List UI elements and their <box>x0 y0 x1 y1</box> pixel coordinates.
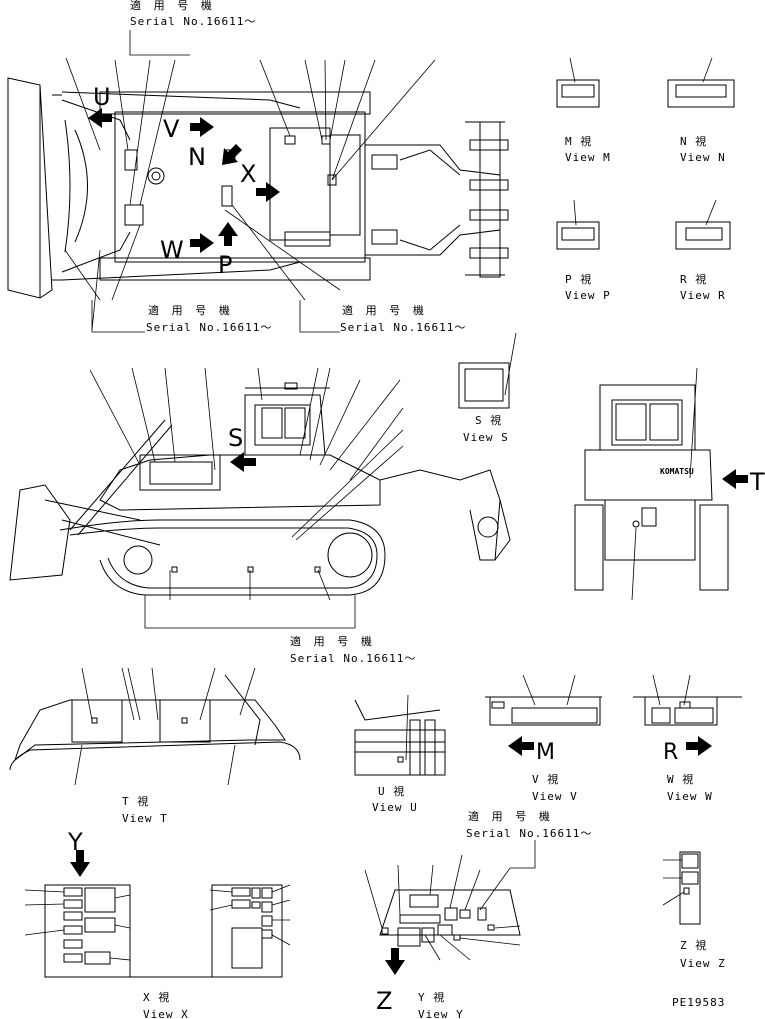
arrow-letter-X: X <box>240 160 256 188</box>
hull-plan <box>114 111 366 263</box>
arrow-letter-R: R <box>663 740 678 765</box>
view-W: R W 視 View W <box>633 674 742 803</box>
view-Y-en: View Y <box>418 1008 464 1019</box>
view-X: Y X 視 View X <box>24 828 291 1019</box>
arrow-P-icon <box>218 222 238 246</box>
serial-jp-right: 適 用 号 機 <box>342 303 427 317</box>
serial-en-side: Serial No.16611～ <box>290 652 416 665</box>
arrow-T-icon <box>722 469 748 489</box>
serial-jp-left: 適 用 号 機 <box>148 303 233 317</box>
view-R-box <box>675 221 731 250</box>
arrow-V-icon <box>190 117 214 137</box>
view-Z: Z 視 View Z <box>662 851 726 970</box>
serial-bracket-Y <box>510 840 536 869</box>
arrow-Y-icon <box>70 850 90 877</box>
top-plan-view: 適 用 号 機 Serial No.16611～ <box>7 0 509 334</box>
arrow-S-icon <box>230 452 256 472</box>
view-Z-jp: Z 視 <box>680 938 707 952</box>
view-V-jp: V 視 <box>532 772 559 786</box>
arrow-N-icon <box>222 144 242 165</box>
view-U-jp: U 視 <box>378 784 405 798</box>
view-T: T 視 View T <box>9 667 301 825</box>
arrow-letter-Z: Z <box>376 987 392 1015</box>
view-M-en: View M <box>565 151 611 164</box>
view-Y-jp: Y 視 <box>418 990 445 1004</box>
view-M-jp: M 視 <box>565 134 592 148</box>
view-W-jp: W 視 <box>667 772 694 786</box>
serial-bracket-right <box>299 300 340 333</box>
view-P-jp: P 視 <box>565 272 592 286</box>
view-X-jp: X 視 <box>143 990 170 1004</box>
serial-en-right: Serial No.16611～ <box>340 321 466 334</box>
view-R-jp: R 視 <box>680 272 707 286</box>
arrow-letter-M: M <box>536 740 555 765</box>
view-T-jp: T 視 <box>122 794 149 808</box>
view-W-en: View W <box>667 790 713 803</box>
rear-view: KOMATSU T <box>574 367 765 601</box>
arrow-Z-icon <box>385 948 405 975</box>
view-U-en: View U <box>372 801 418 814</box>
view-Y: 適 用 号 機 Serial No.16611～ Z Y 視 View Y <box>364 809 592 1019</box>
serial-en-left: Serial No.16611～ <box>146 321 272 334</box>
blade-side <box>9 484 71 581</box>
serial-jp-top: 適 用 号 機 <box>130 0 215 12</box>
view-P-box <box>556 221 600 250</box>
serial-en-top: Serial No.16611～ <box>130 15 256 28</box>
serial-bracket-side <box>144 595 356 629</box>
drawing-number: PE19583 <box>672 996 725 1009</box>
view-V: M V 視 View V <box>485 674 602 803</box>
arrow-letter-U: U <box>93 83 111 111</box>
arrow-U-icon <box>88 108 112 128</box>
view-N-jp: N 視 <box>680 134 707 148</box>
arrow-letter-V: V <box>163 115 180 143</box>
arrow-letter-S: S <box>228 424 243 452</box>
view-N-box <box>667 79 735 108</box>
arrow-X-icon <box>256 182 280 202</box>
side-view: 適 用 号 機 Serial No.16611～ S <box>9 367 511 665</box>
serial-bracket-top <box>129 30 190 56</box>
arrow-letter-T: T <box>749 468 765 496</box>
arrow-letter-Y: Y <box>67 828 83 856</box>
arrow-letter-W: W <box>160 236 184 264</box>
cab-plan <box>269 127 331 241</box>
small-views-mnpr: M 視 View M N 視 View N P 視 View P R 視 Vie… <box>556 57 735 302</box>
view-S: S 視 View S <box>458 332 517 444</box>
serial-jp-Y: 適 用 号 機 <box>468 809 553 823</box>
arrow-R-icon <box>686 736 712 756</box>
view-N-en: View N <box>680 151 726 164</box>
view-S-jp: S 視 <box>475 413 502 427</box>
serial-en-Y: Serial No.16611～ <box>466 827 592 840</box>
serial-bracket-left <box>91 300 145 333</box>
view-X-en: View X <box>143 1008 189 1019</box>
blade-plan <box>7 77 53 299</box>
hull-side <box>99 454 381 511</box>
arrow-M-icon <box>508 736 534 756</box>
view-V-en: View V <box>532 790 578 803</box>
arrow-letter-P: P <box>218 251 232 279</box>
arrow-letter-N: N <box>188 143 206 171</box>
view-U: U 視 View U <box>354 694 446 814</box>
view-P-en: View P <box>565 289 611 302</box>
view-R-en: View R <box>680 289 726 302</box>
serial-jp-side: 適 用 号 機 <box>290 634 375 648</box>
brand-logo: KOMATSU <box>660 467 694 476</box>
cab-rear <box>599 384 696 451</box>
view-Z-en: View Z <box>680 957 726 970</box>
arrow-W-icon <box>190 233 214 253</box>
view-M-box <box>556 79 600 108</box>
view-T-en: View T <box>122 812 168 825</box>
view-S-en: View S <box>463 431 509 444</box>
